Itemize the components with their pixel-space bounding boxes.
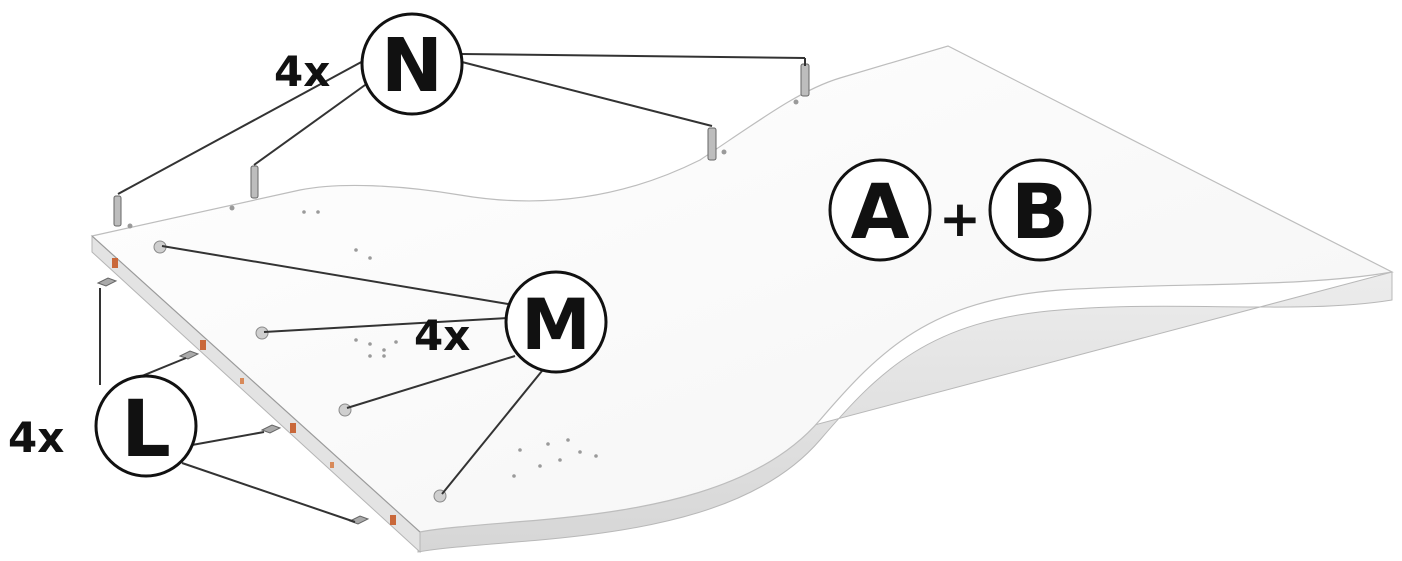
callout-n-circle — [360, 12, 464, 116]
part-plus-sign: + — [939, 190, 981, 248]
part-a-circle — [828, 158, 932, 262]
callout-m-circle — [504, 270, 608, 374]
pilot-holes — [127, 99, 799, 478]
callout-n: 4x N — [274, 12, 464, 116]
callout-m: 4x M — [414, 270, 608, 374]
callout-l-quantity: 4x — [8, 413, 64, 462]
callout-m-letter: M — [521, 284, 591, 366]
edge-fittings — [96, 258, 396, 525]
callout-l: 4x L — [8, 374, 198, 478]
part-a-letter: A — [851, 167, 910, 256]
panel-top-surface — [90, 45, 1394, 533]
cam-hole — [255, 326, 269, 340]
callout-l-letter: L — [121, 385, 171, 475]
callout-n-letter: N — [381, 23, 443, 109]
callout-n-quantity: 4x — [274, 47, 330, 96]
part-b-letter: B — [1011, 167, 1069, 256]
cam-hole — [338, 403, 352, 417]
desk-panel — [90, 45, 1394, 554]
part-b-circle — [988, 158, 1092, 262]
callout-l-circle — [94, 374, 198, 478]
n-pins — [113, 63, 810, 227]
callout-m-quantity: 4x — [414, 311, 470, 360]
part-label: A + B — [828, 158, 1092, 262]
